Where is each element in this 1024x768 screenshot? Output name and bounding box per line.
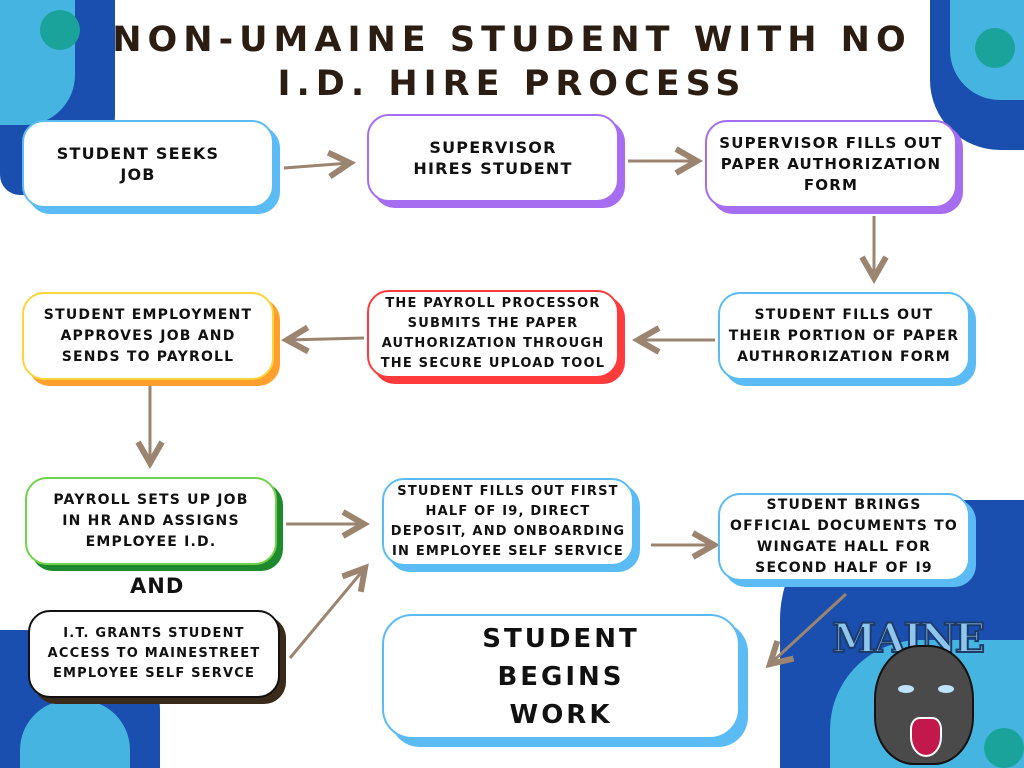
arrow (283, 163, 350, 168)
decor-blob (40, 10, 80, 50)
step-payroll-processor: THE PAYROLL PROCESSOR SUBMITS THE PAPER … (367, 290, 619, 378)
arrow (288, 568, 365, 659)
maine-logo: MAINE (831, 614, 1024, 768)
and-label: AND (130, 574, 185, 598)
step-supervisor-hires: SUPERVISOR HIRES STUDENT (367, 114, 619, 202)
step-student-employment-approves: STUDENT EMPLOYMENT APPROVES JOB AND SEND… (22, 292, 274, 380)
arrow (287, 338, 365, 340)
decor-blob (984, 728, 1024, 768)
step-student-fills-portion: STUDENT FILLS OUT THEIR PORTION OF PAPER… (718, 292, 970, 380)
step-it-grants-access: I.T. GRANTS STUDENT ACCESS TO MAINESTREE… (28, 610, 280, 698)
black-bear-mascot-icon (874, 645, 974, 765)
step-first-half-i9: STUDENT FILLS OUT FIRST HALF OF I9, DIRE… (382, 478, 634, 566)
step-brings-documents: STUDENT BRINGS OFFICIAL DOCUMENTS TO WIN… (718, 493, 970, 581)
page-title: NON-UMAINE STUDENT WITH NO I.D. HIRE PRO… (112, 20, 912, 104)
decor-blob (20, 700, 130, 768)
step-begins-work: STUDENT BEGINS WORK (382, 614, 740, 739)
step-supervisor-fills-form: SUPERVISOR FILLS OUT PAPER AUTHORIZATION… (705, 120, 957, 208)
step-payroll-sets-up: PAYROLL SETS UP JOB IN HR AND ASSIGNS EM… (25, 477, 277, 565)
arrow (770, 592, 848, 664)
decor-blob (975, 28, 1015, 68)
step-student-seeks-job: STUDENT SEEKS JOB (22, 120, 274, 208)
